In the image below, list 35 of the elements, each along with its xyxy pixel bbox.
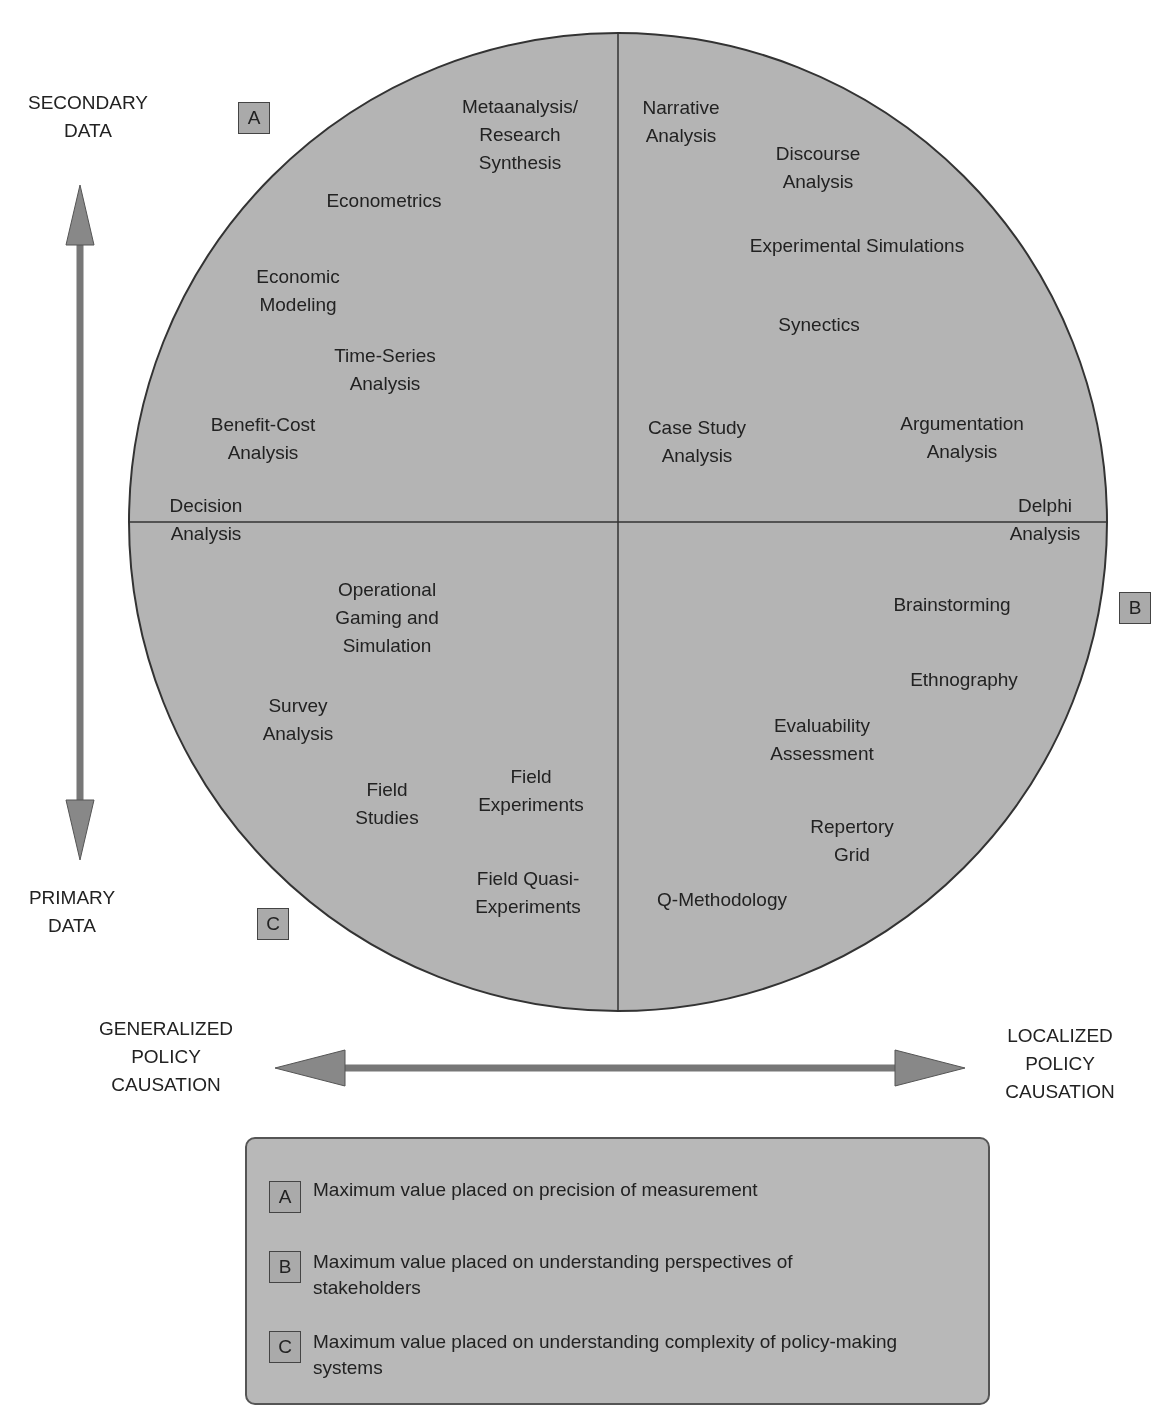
method-label: Discourse Analysis <box>774 142 862 194</box>
method-label: Brainstorming <box>892 593 1012 617</box>
method-label: Survey Analysis <box>261 694 335 746</box>
axis-label: PRIMARY DATA <box>27 886 117 938</box>
axis-label: LOCALIZED POLICY CAUSATION <box>1004 1024 1116 1104</box>
method-label: Delphi Analysis <box>1008 494 1082 546</box>
method-label: Argumentation Analysis <box>899 412 1025 464</box>
letter-marker: A <box>269 1181 301 1213</box>
legend-description: Maximum value placed on precision of measurement <box>313 1178 759 1202</box>
method-label: Field Quasi-Experiments <box>474 867 582 919</box>
method-label: Benefit-Cost Analysis <box>209 413 317 465</box>
letter-marker: C <box>269 1331 301 1363</box>
method-label: Q-Methodology <box>656 888 788 912</box>
method-label: Time-Series Analysis <box>333 344 437 396</box>
method-label: Repertory Grid <box>809 815 895 867</box>
axis-label: SECONDARY DATA <box>27 91 149 143</box>
legend-description: Maximum value placed on understanding complexity of policy-making systems <box>313 1330 898 1380</box>
method-label: Case Study Analysis <box>646 416 748 468</box>
method-label: Operational Gaming and Simulation <box>334 578 440 658</box>
axis-label: GENERALIZED POLICY CAUSATION <box>97 1017 235 1097</box>
letter-marker: B <box>269 1251 301 1283</box>
letter-marker: B <box>1119 592 1151 624</box>
method-label: Ethnography <box>909 668 1019 692</box>
method-label: Narrative Analysis <box>641 96 721 148</box>
method-label: Decision Analysis <box>168 494 244 546</box>
method-label: Economic Modeling <box>255 265 341 317</box>
method-label: Field Experiments <box>477 765 585 817</box>
method-label: Metaanalysis/ Research Synthesis <box>460 95 580 175</box>
legend-description: Maximum value placed on understanding perspectives of stakeholders <box>313 1250 794 1300</box>
method-label: Field Studies <box>354 778 420 830</box>
method-label: Evaluability Assessment <box>769 714 875 766</box>
method-label: Synectics <box>777 313 861 337</box>
legend-panel <box>245 1137 990 1405</box>
method-label: Econometrics <box>325 189 443 213</box>
method-label: Experimental Simulations <box>748 234 966 258</box>
